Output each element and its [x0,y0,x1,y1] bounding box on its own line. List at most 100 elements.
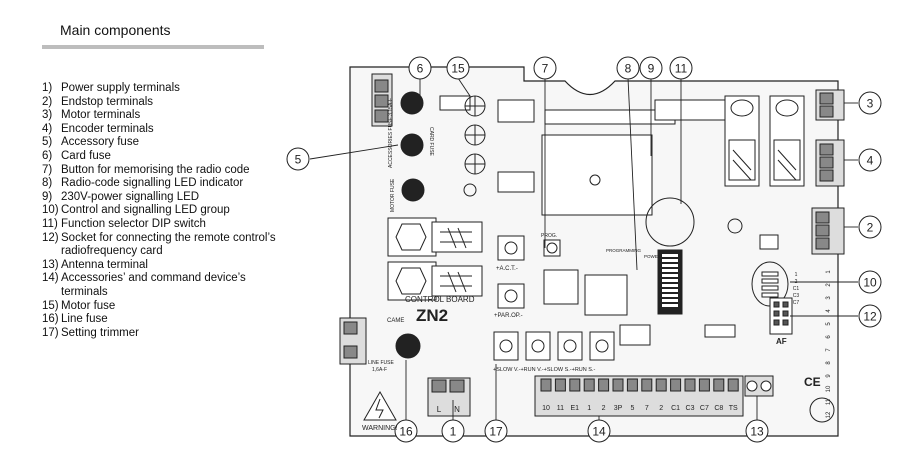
callout-circle [858,148,882,172]
brand-label: CAME [387,318,404,324]
callout-circle [286,147,310,171]
leader-lines [309,77,858,420]
callout-circle [858,304,882,328]
led-group [751,261,789,307]
legend-text: Encoder terminals [61,122,154,135]
terminal-label: TS [729,405,738,412]
dip-number: 12 [826,411,832,418]
title-underline [42,45,264,49]
terminal-label: 2 [659,405,663,412]
legend-number: 16) [42,313,59,326]
power-terminal-1 [427,377,471,417]
legend-item: 10)Control and signalling LED group [42,204,276,218]
callout-number: 8 [625,62,632,76]
terminal-screw [612,378,624,392]
legend-item: 7)Button for memorising the radio code [42,164,276,178]
legend-number: 8) [42,177,53,190]
legend-item: 2)Endstop terminals [42,96,276,110]
legend-item: 14)Accessories’ and command device’s ter… [42,272,276,299]
board-labels: CONTROL BOARD ZN2 CAME WARNING! LINE FUS… [362,98,821,432]
terminal-screw [713,378,725,392]
dip-number: 4 [826,309,832,313]
legend-text: Motor fuse [61,299,116,312]
slow-run-label: +SLOW V.-+RUN V.-+SLOW S.-+RUN S.- [493,367,595,373]
terminal-label: C7 [700,405,709,412]
encoder-terminal-4 [815,139,845,187]
motor-terminal-3 [815,89,845,121]
terminal-label: 10 [542,405,550,412]
terminal-screw [598,378,610,392]
endstop-terminal-2 [811,207,845,255]
legend-text: Radio-code signalling LED indicator [61,177,244,190]
terminal-label: 3P [614,405,623,412]
dip-number: 9 [826,374,832,378]
callout-number: 14 [592,425,606,439]
legend-text: Accessories’ and command device’s termin… [61,272,246,298]
terminal-screw [554,378,566,392]
terminal-label: C1 [671,405,680,412]
legend-number: 17) [42,326,59,339]
terminal-screw [698,378,710,392]
terminal-label: 7 [645,405,649,412]
dip-number: 3 [826,296,832,300]
legend-item: 6)Card fuse [42,150,276,164]
callout-number: 7 [542,62,549,76]
legend-item: 16)Line fuse [42,313,276,327]
legend-item: 8) Radio-code signalling LED indicator [42,177,276,191]
legend-item: 4) Encoder terminals [42,123,276,137]
legend-number: 14) [42,272,59,285]
line-fuse-value: 1,6A-F [372,367,387,373]
terminal-label: N [454,405,460,414]
callout-circle [533,56,557,80]
dip-switch [657,249,683,315]
ce-mark: CE [804,375,821,389]
led-label: C1 [793,286,800,292]
dip-number: 10 [826,385,832,392]
callout-number: 11 [675,62,688,76]
callout-number: 15 [451,62,465,76]
motor-fuse-label: MOTOR FUSE [390,178,396,212]
acc-fuse-label: ACCESSORIES FUSE 3,15A-F [388,98,394,168]
page-title: Main components [60,22,171,38]
legend-text: Power supply terminals [61,82,180,94]
led-label: C3 [793,293,800,299]
legend-number: 4) [42,122,53,135]
terminal-label: 1 [587,405,591,412]
legend-number: 5) [42,136,53,149]
af-label: AF [776,337,787,346]
legend-text: Button for memorising the radio code [61,163,250,176]
board-outline [349,66,839,437]
callout-number: 17 [489,425,503,439]
callout-number: 3 [867,97,874,111]
callout-circle [446,56,470,80]
callout-circle [669,56,693,80]
dip-number: 5 [826,322,832,326]
legend-text: Socket for connecting the remote control… [61,231,276,258]
legend-text: Function selector DIP switch [61,217,206,230]
callout-circle [639,56,663,80]
callout-circle [587,419,611,443]
callout-circle [408,56,432,80]
legend-number: 11) [42,217,58,230]
legend-item: 17)Setting trimmer [42,327,276,341]
terminal-label: E1 [571,405,580,412]
warning-sign [363,390,397,421]
legend-text: Accessory fuse [61,136,139,149]
control-board-label: CONTROL BOARD [405,295,475,304]
callout-circle [616,56,640,80]
model-label: ZN2 [416,306,448,325]
legend-item: 12)Socket for connecting the remote cont… [42,232,276,259]
legend-item: 11)Function selector DIP switch [42,218,276,232]
callout-number: 5 [295,153,302,167]
terminal-label: L [437,405,442,414]
led-label: 1 [795,272,798,278]
dip-number: 8 [826,361,832,365]
top-left-terminal [371,73,393,127]
legend-text: 230V-power signalling LED [61,190,200,203]
legend-number: 12) [42,231,59,244]
dip-number: 6 [826,335,832,339]
